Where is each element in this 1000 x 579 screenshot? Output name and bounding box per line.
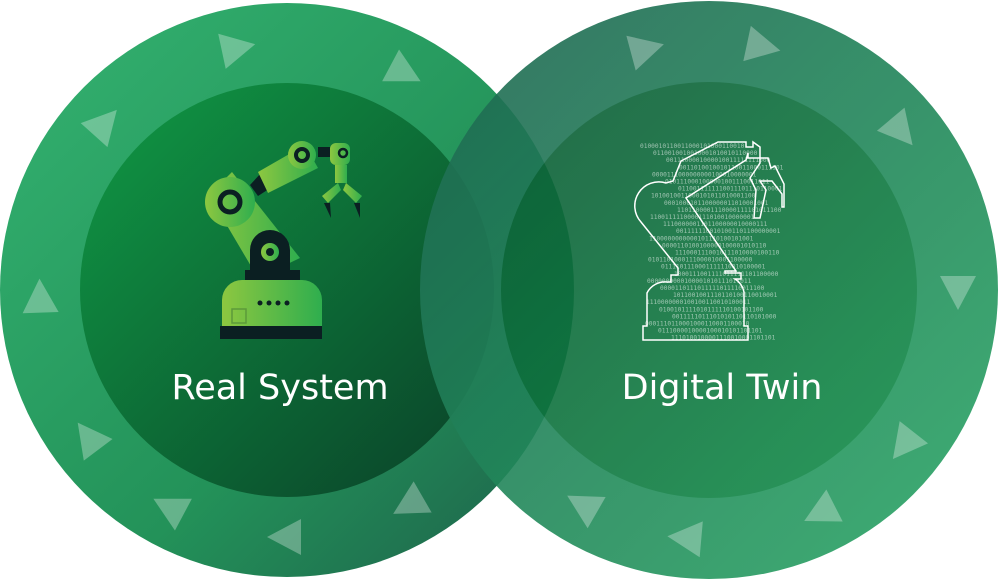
robot-arm-icon bbox=[205, 141, 362, 339]
binary-code-pattern: 0100101111010111110100101100 bbox=[659, 306, 764, 313]
binary-code-pattern: 1110001110010111010000100110 bbox=[675, 250, 780, 257]
binary-code-pattern: 1010010011000101011010001100 bbox=[651, 193, 756, 200]
digital-twin-inner-disc bbox=[501, 82, 917, 498]
binary-code-pattern: 0001110110001000110001100010 bbox=[645, 321, 750, 328]
binary-code-pattern: 0100010110011000101000110010 bbox=[640, 143, 745, 150]
clockwise-arrow-icon bbox=[743, 25, 781, 62]
binary-code-pattern: 1110000001101100000010000111 bbox=[663, 221, 768, 228]
binary-code-pattern: 0011111100101001101100000001 bbox=[676, 228, 781, 235]
binary-code-pattern: 0110011111110011101110110001 bbox=[678, 186, 783, 193]
digital-twin-label: Digital Twin bbox=[621, 368, 823, 408]
clockwise-arrow-icon bbox=[876, 107, 913, 146]
clockwise-arrow-icon bbox=[218, 33, 256, 69]
clockwise-arrow-icon bbox=[940, 276, 976, 310]
binary-code-pattern: 1101100001110000111101011100 bbox=[677, 207, 782, 214]
binary-code-pattern: 0000000000100001010111011011 bbox=[647, 278, 752, 285]
clockwise-arrow-icon bbox=[382, 49, 421, 82]
clockwise-arrow-icon bbox=[567, 495, 606, 529]
clockwise-arrow-icon bbox=[153, 498, 192, 531]
binary-code-pattern: 1100111110000111010010000001 bbox=[650, 214, 755, 221]
binary-code-pattern: 0011100001000010011111111000 bbox=[666, 157, 771, 164]
clockwise-arrow-icon bbox=[804, 489, 843, 522]
clockwise-arrow-icon bbox=[393, 481, 432, 514]
binary-code-pattern: 0000111000000000100010000001 bbox=[652, 171, 757, 178]
binary-code-pattern: 0000110111011111011110011100 bbox=[660, 285, 765, 292]
binary-code-pattern: 0000110100100000100001010110 bbox=[662, 242, 767, 249]
clockwise-arrow-icon bbox=[892, 421, 929, 460]
binary-code-pattern: 0011010010010110011000111101 bbox=[679, 164, 784, 171]
binary-code-pattern: 0101101000111000010001100000 bbox=[648, 257, 753, 264]
binary-code-pattern: 1110100100001110010001101101 bbox=[671, 335, 776, 342]
binary-code-pattern: 1011001001110110100110010001 bbox=[673, 292, 778, 299]
clockwise-arrow-icon bbox=[22, 278, 59, 314]
digital-twin-circle bbox=[420, 1, 998, 579]
real-system-label: Real System bbox=[171, 368, 389, 408]
binary-code-pattern: 0011111011101010110110101000 bbox=[672, 313, 777, 320]
binary-code-pattern: 1000111001111011111101100000 bbox=[674, 271, 779, 278]
wireframe-robot-arm-icon: 0100010110011000101000110010011001001001… bbox=[634, 140, 785, 342]
binary-code-pattern: 0110010010010001010010110000 bbox=[653, 150, 758, 157]
binary-code-pattern: 0101110001000001001110011011 bbox=[665, 179, 770, 186]
binary-code-pattern: 0111101110001111110010100001 bbox=[661, 264, 766, 271]
clockwise-arrow-icon bbox=[267, 519, 301, 555]
clockwise-arrow-icon bbox=[80, 109, 117, 148]
binary-code-pattern: 1100000000000101110100101001 bbox=[649, 235, 754, 242]
clockwise-arrow-icon bbox=[667, 521, 703, 558]
binary-code-pattern: 0111000010000100010101101101 bbox=[658, 328, 763, 335]
clockwise-arrow-icon bbox=[77, 422, 113, 461]
binary-code-pattern: 1110000000100100110010100011 bbox=[646, 299, 751, 306]
clockwise-arrow-icon bbox=[626, 35, 664, 71]
binary-code-pattern: 0001000101100000011010001001 bbox=[664, 200, 769, 207]
